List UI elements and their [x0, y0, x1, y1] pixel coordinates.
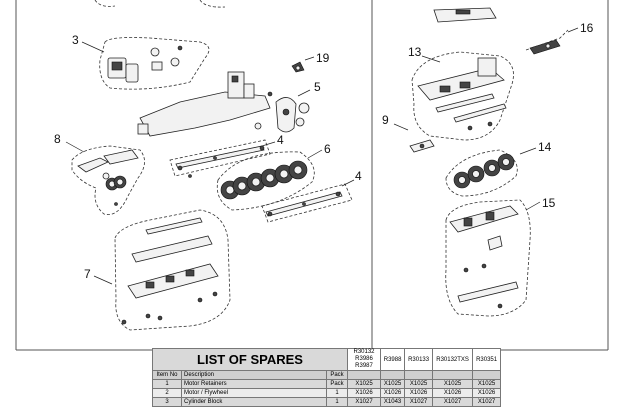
- bracket-part: [409, 139, 435, 153]
- tender-top-part: [433, 7, 497, 23]
- spares-header-row: Item No Description Pack: [152, 370, 501, 380]
- product-code-col-4: R30132TXS: [431, 348, 474, 371]
- callout-5-leader: [297, 89, 311, 97]
- partial-group-top-left: [94, 0, 116, 7]
- partial-group-top-center: [199, 0, 226, 8]
- header-item-no: Item No: [152, 370, 182, 380]
- tender-wheels-part: [453, 153, 515, 189]
- header-pack: Pack: [326, 370, 348, 380]
- callout-4-upper: 4: [277, 133, 284, 147]
- table-row: 2 Motor / Flywheel 1 X1026 X1026 X1026 X…: [152, 388, 501, 398]
- group-3-outline: [99, 37, 210, 90]
- callout-19-leader: [304, 56, 315, 61]
- group-7-outline: [114, 209, 231, 331]
- callout-14: 14: [538, 140, 552, 154]
- coupling-rod-lower-part: [265, 191, 343, 217]
- callout-9-leader: [393, 123, 409, 131]
- body-underframe-part: [121, 217, 219, 325]
- callout-15: 15: [542, 196, 556, 210]
- small-screw-part: [291, 61, 305, 73]
- product-code-col-1: R30132 R3986 R3987: [347, 348, 381, 371]
- group-6-outline: [216, 151, 315, 211]
- callout-19: 19: [316, 51, 330, 65]
- driving-wheels-part: [220, 160, 308, 200]
- group-15-outline: [445, 199, 531, 317]
- group-16-outline: [525, 29, 569, 51]
- group-4-lower-outline: [261, 183, 353, 223]
- product-code-col-5: R30351: [472, 348, 501, 371]
- callout-13: 13: [408, 45, 422, 59]
- callout-15-leader: [525, 201, 541, 211]
- callout-4-lower: 4: [355, 169, 362, 183]
- tender-chassis-part: [417, 57, 507, 131]
- callout-6: 6: [324, 142, 331, 156]
- tender-bogies-part: [449, 205, 519, 309]
- callout-6-leader: [307, 149, 323, 159]
- spares-title: LIST OF SPARES: [152, 348, 348, 371]
- table-row: 3 Cylinder Block 1 X1027 X1043 X1027 X10…: [152, 397, 501, 407]
- callout-14-leader: [519, 147, 537, 155]
- group-14-outline: [445, 149, 518, 197]
- chassis-part: [137, 71, 273, 137]
- spares-table: LIST OF SPARES R30132 R3986 R3987 R3988 …: [152, 348, 501, 407]
- table-row: 1 Motor Retainers Pack X1025 X1025 X1025…: [152, 379, 501, 389]
- group-13-outline: [411, 51, 514, 141]
- callout-5: 5: [314, 80, 321, 94]
- callout-16-leader: [567, 27, 579, 33]
- product-code-col-2: R3988: [379, 348, 406, 371]
- header-description: Description: [181, 370, 327, 380]
- cylinder-block-part: [107, 45, 183, 83]
- spares-title-row: LIST OF SPARES R30132 R3986 R3987 R3988 …: [152, 348, 501, 371]
- callout-8: 8: [54, 132, 61, 146]
- group-4-upper-outline: [169, 139, 271, 177]
- callout-3: 3: [72, 33, 79, 47]
- coupling-hook-part: [529, 39, 561, 55]
- callout-4-lower-leader: [341, 179, 355, 187]
- callout-13-leader: [421, 55, 441, 63]
- callout-4-upper-leader: [261, 141, 276, 147]
- bogie-part: [77, 149, 139, 206]
- product-code-col-3: R30133: [404, 348, 433, 371]
- group-8-outline: [71, 145, 145, 215]
- coupling-rod-upper-part: [175, 145, 265, 178]
- callout-7-leader: [93, 275, 113, 285]
- callout-8-leader: [65, 141, 85, 153]
- callout-16: 16: [580, 21, 594, 35]
- callout-3-leader: [81, 41, 105, 53]
- callout-9: 9: [382, 113, 389, 127]
- gear-cover-part: [275, 97, 310, 133]
- callout-numbers: 3 19 5 8 4 6 4 7 13 16 9 14 15: [54, 21, 594, 281]
- callout-7: 7: [84, 267, 91, 281]
